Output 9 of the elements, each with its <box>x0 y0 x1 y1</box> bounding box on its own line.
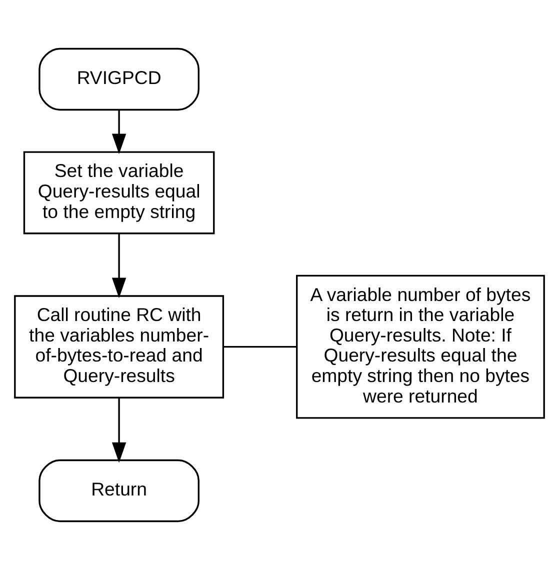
node-box: A variable number of bytes is return in the variable Query-results. Note: If Query-results equal the empty string then no bytes were returned <box>296 274 545 419</box>
connector <box>223 346 296 348</box>
node-box: RVIGPCD <box>38 48 200 111</box>
arrow <box>112 110 126 154</box>
arrow <box>112 234 126 298</box>
node-box: Set the variable Query-results equal to the empty string <box>23 151 215 234</box>
node-box: Return <box>38 459 200 522</box>
node-box: Call routine RC with the variables number-of-bytes-to-read and Query-results <box>14 295 224 398</box>
arrow <box>112 398 126 463</box>
